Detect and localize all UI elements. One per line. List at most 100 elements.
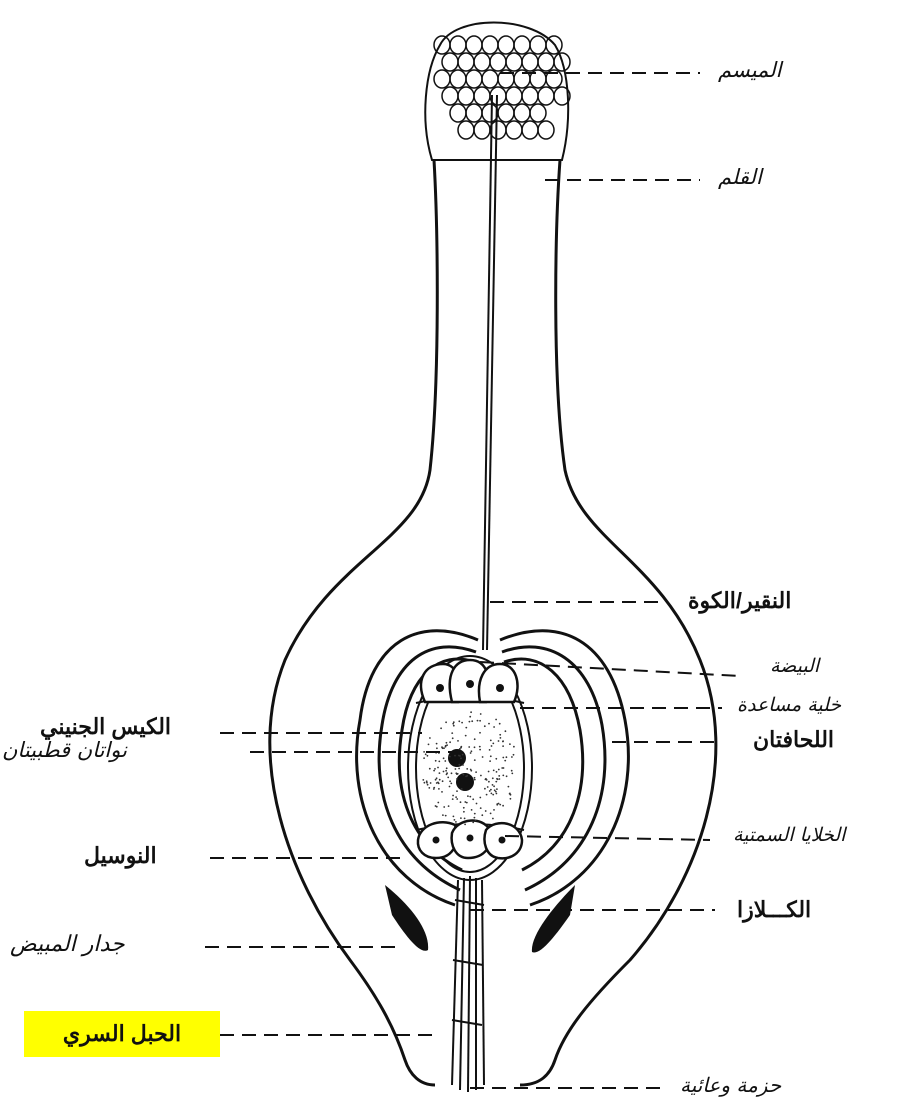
stipple-dot bbox=[472, 798, 474, 800]
label-funiculus: الحبل السري bbox=[24, 1011, 220, 1057]
stipple-dot bbox=[429, 768, 431, 770]
stipple-dot bbox=[492, 784, 494, 786]
stipple-dot bbox=[490, 755, 492, 757]
stigma-papilla bbox=[482, 70, 498, 88]
stipple-dot bbox=[485, 778, 487, 780]
stipple-dot bbox=[495, 781, 497, 783]
stipple-dot bbox=[456, 773, 458, 775]
stipple-dot bbox=[460, 746, 462, 748]
label-egg: البيضة bbox=[770, 655, 819, 677]
stigma-papilla bbox=[442, 87, 458, 105]
stipple-dot bbox=[456, 790, 458, 792]
stipple-dot bbox=[491, 793, 493, 795]
stigma-papilla bbox=[530, 104, 546, 122]
stipple-dot bbox=[438, 783, 440, 785]
stigma-papilla bbox=[490, 53, 506, 71]
stipple-dot bbox=[474, 738, 476, 740]
stipple-dot bbox=[443, 757, 445, 759]
label-stigma: الميسم bbox=[718, 58, 781, 82]
stipple-dot bbox=[469, 716, 471, 718]
stipple-dot bbox=[445, 815, 447, 817]
stigma-papilla bbox=[466, 104, 482, 122]
stipple-dot bbox=[488, 771, 490, 773]
stipple-dot bbox=[485, 810, 487, 812]
stigma-papilla bbox=[538, 87, 554, 105]
stipple-dot bbox=[461, 722, 463, 724]
ovary-wall-thickening bbox=[385, 885, 575, 952]
stipple-dot bbox=[495, 791, 497, 793]
stipple-dot bbox=[436, 777, 438, 779]
stigma-papilla bbox=[482, 36, 498, 54]
leader-lines bbox=[205, 73, 740, 1088]
stipple-dot bbox=[446, 774, 448, 776]
stigma-papilla bbox=[522, 87, 538, 105]
stigma-papilla bbox=[434, 36, 450, 54]
stipple-dot bbox=[458, 720, 460, 722]
stipple-dot bbox=[456, 798, 458, 800]
stipple-dot bbox=[422, 779, 424, 781]
stipple-dot bbox=[449, 780, 451, 782]
stipple-dot bbox=[493, 785, 495, 787]
stipple-dot bbox=[423, 751, 425, 753]
stipple-dot bbox=[460, 817, 462, 819]
stigma-papilla bbox=[538, 121, 554, 139]
stipple-dot bbox=[486, 794, 488, 796]
stipple-dot bbox=[498, 769, 500, 771]
label-vascular-bundle: حزمة وعائية bbox=[680, 1073, 781, 1097]
stipple-dot bbox=[502, 805, 504, 807]
stipple-dot bbox=[496, 803, 498, 805]
stipple-dot bbox=[452, 798, 454, 800]
stipple-dot bbox=[498, 775, 500, 777]
stipple-dot bbox=[488, 723, 490, 725]
stipple-dot bbox=[513, 746, 515, 748]
stipple-dot bbox=[445, 770, 447, 772]
stipple-dot bbox=[464, 818, 466, 820]
stipple-dot bbox=[443, 806, 445, 808]
stipple-dot bbox=[449, 741, 451, 743]
stipple-dot bbox=[465, 776, 467, 778]
stigma-papilla bbox=[474, 53, 490, 71]
stipple-dot bbox=[455, 821, 457, 823]
stipple-dot bbox=[479, 732, 481, 734]
label-antipodal: الخلايا السمتية bbox=[733, 824, 845, 846]
stipple-dot bbox=[488, 781, 490, 783]
stipple-dot bbox=[465, 727, 467, 729]
stipple-dot bbox=[469, 796, 471, 798]
stipple-dot bbox=[493, 809, 495, 811]
stipple-dot bbox=[433, 770, 435, 772]
stipple-dot bbox=[472, 822, 474, 824]
stipple-dot bbox=[458, 755, 460, 757]
stipple-dot bbox=[474, 817, 476, 819]
stipple-dot bbox=[500, 737, 502, 739]
stipple-dot bbox=[450, 783, 452, 785]
stipple-dot bbox=[451, 732, 453, 734]
stipple-dot bbox=[470, 752, 472, 754]
stipple-dot bbox=[496, 778, 498, 780]
stipple-dot bbox=[479, 746, 481, 748]
stipple-dot bbox=[449, 756, 451, 758]
stipple-dot bbox=[435, 760, 437, 762]
stipple-dot bbox=[475, 820, 477, 822]
stigma-papilla bbox=[458, 121, 474, 139]
stipple-dot bbox=[474, 759, 476, 761]
stipple-dot bbox=[489, 790, 491, 792]
stipple-dot bbox=[505, 730, 507, 732]
stipple-dot bbox=[452, 723, 454, 725]
stipple-dot bbox=[427, 784, 429, 786]
stipple-dot bbox=[513, 754, 515, 756]
stipple-dot bbox=[463, 807, 465, 809]
stipple-dot bbox=[440, 727, 442, 729]
stipple-dot bbox=[428, 787, 430, 789]
stipple-dot bbox=[510, 798, 512, 800]
stipple-dot bbox=[479, 720, 481, 722]
stipple-dot bbox=[495, 758, 497, 760]
stipple-dot bbox=[501, 767, 503, 769]
stipple-dot bbox=[499, 804, 501, 806]
stipple-dot bbox=[502, 775, 504, 777]
stipple-dot bbox=[470, 711, 472, 713]
stipple-dot bbox=[487, 786, 489, 788]
stipple-dot bbox=[452, 795, 454, 797]
stipple-dot bbox=[446, 767, 448, 769]
label-ovary-wall: جدار المبيض bbox=[10, 932, 125, 957]
stipple-dot bbox=[439, 779, 441, 781]
